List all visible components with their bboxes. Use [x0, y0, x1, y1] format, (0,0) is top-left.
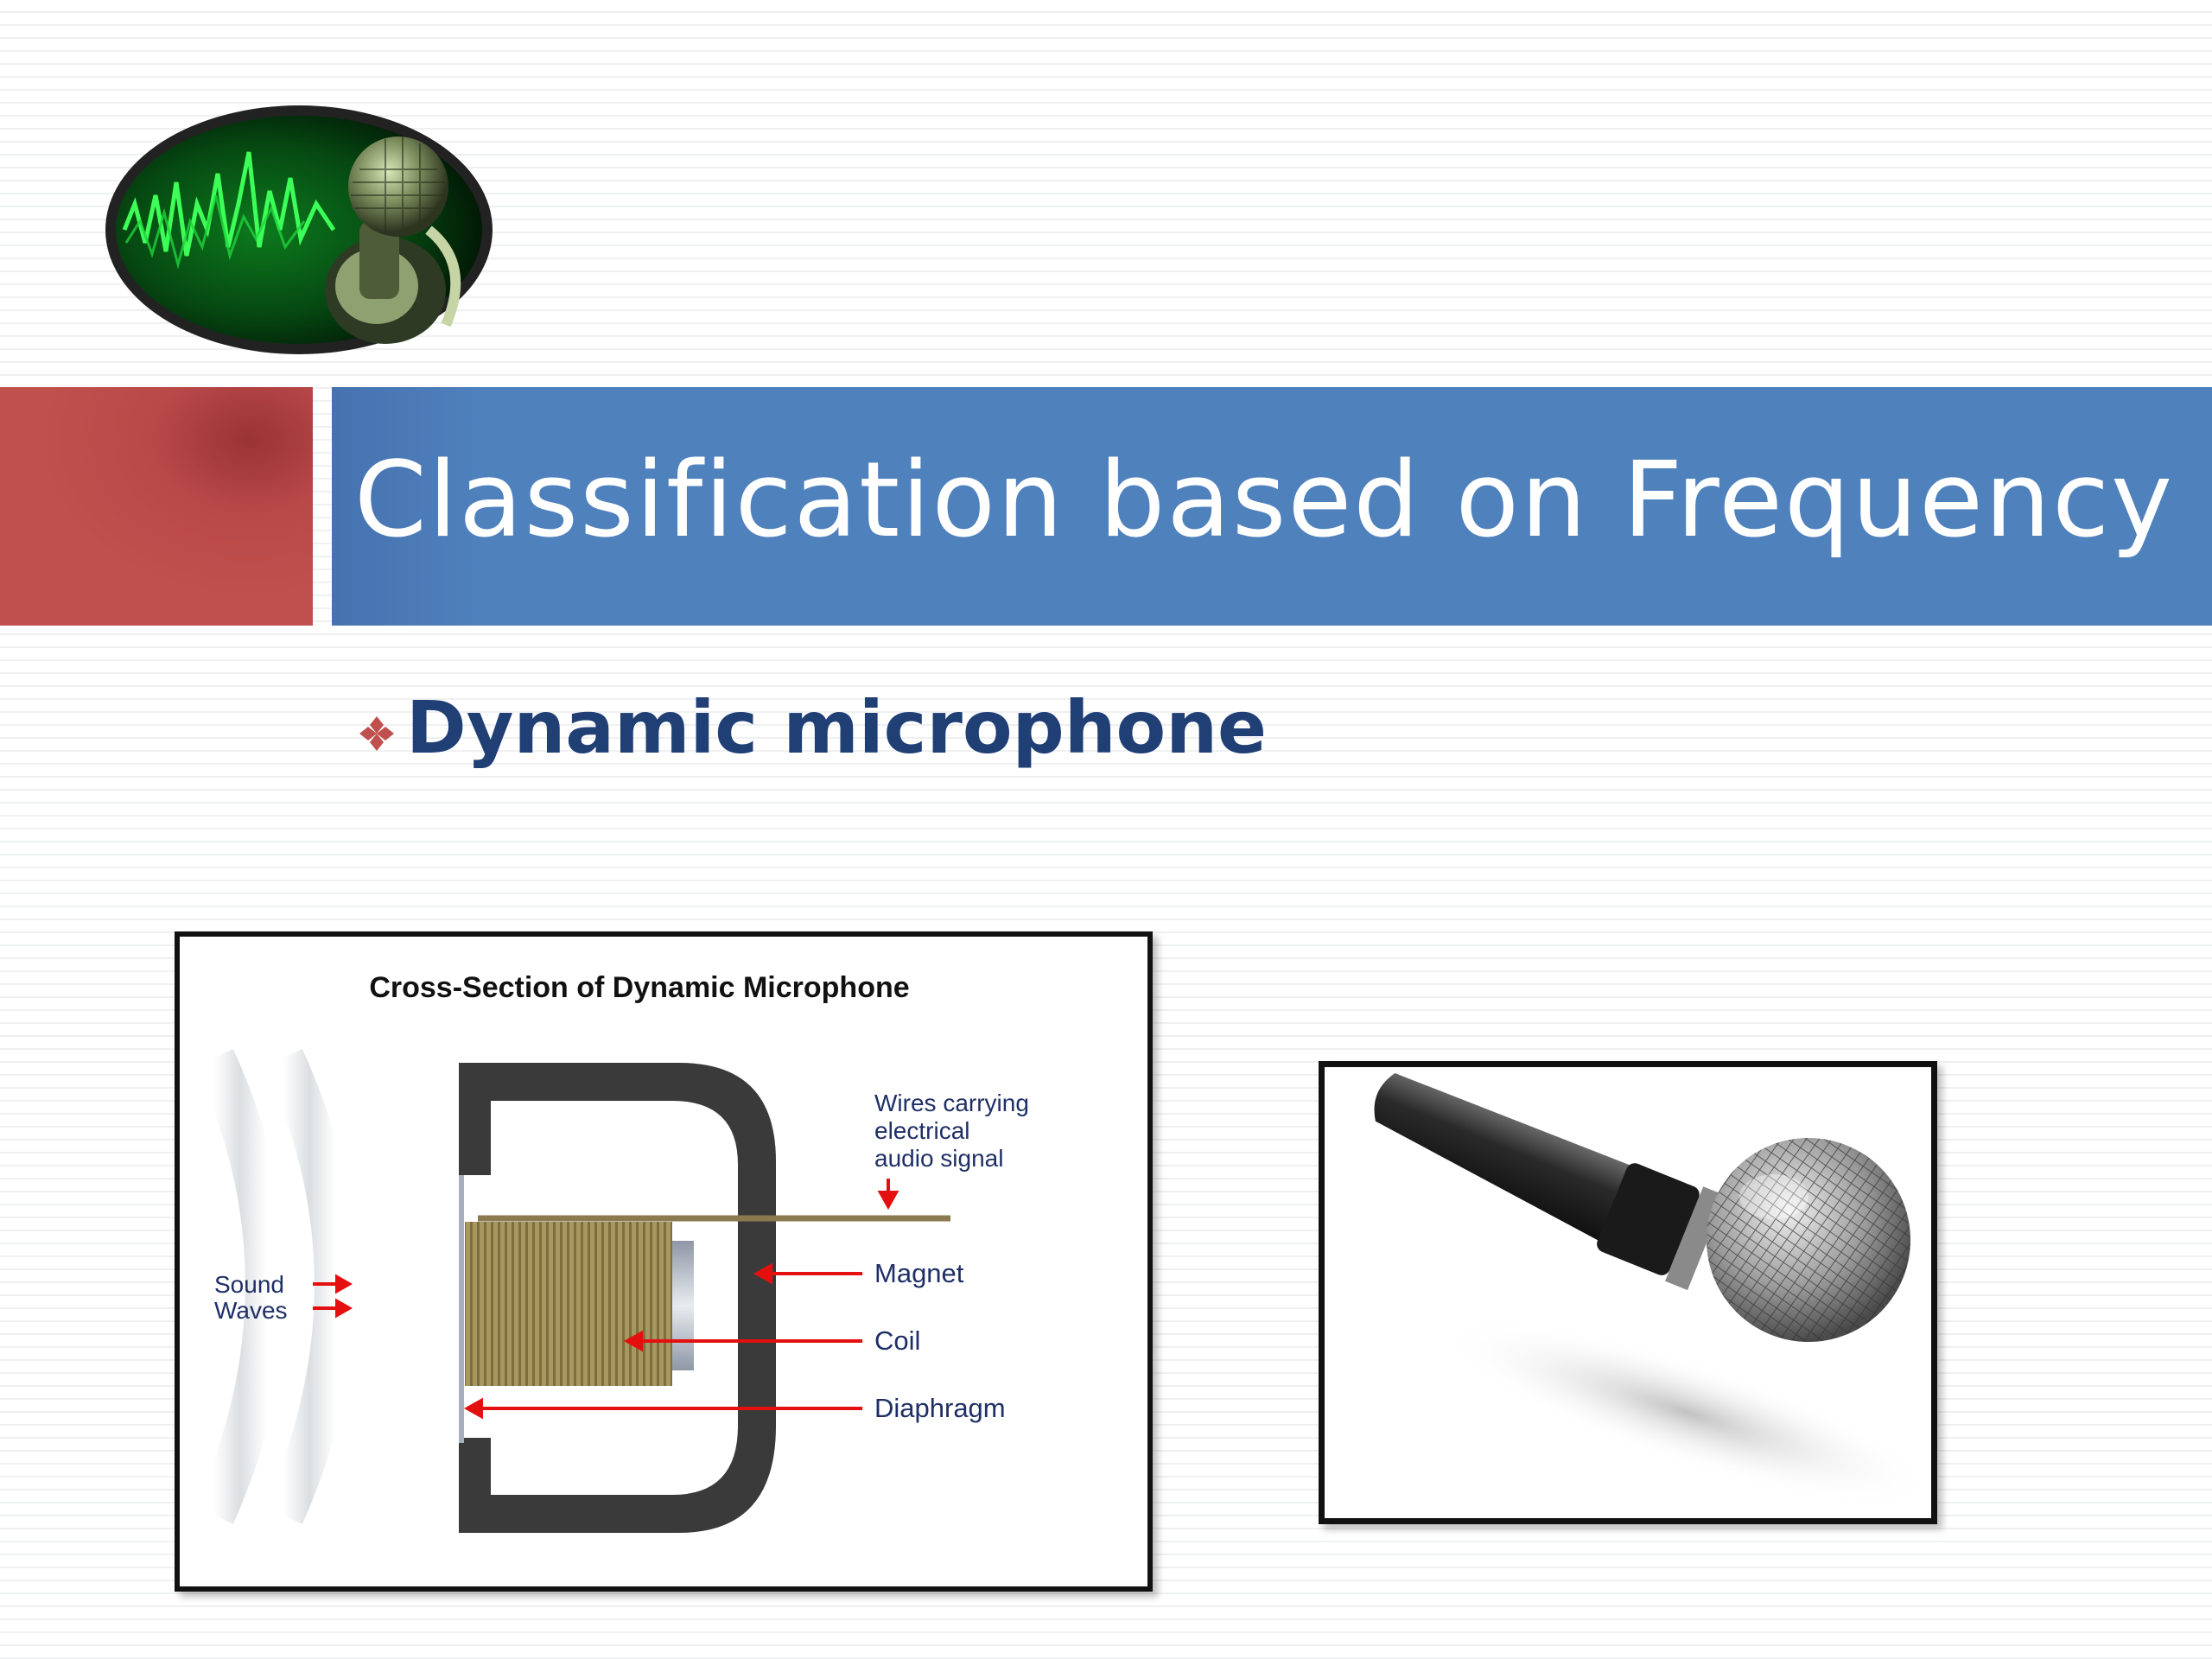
sound-wave-arc — [195, 1048, 287, 1524]
wires-label-line2: electrical — [874, 1117, 969, 1144]
wires-label-line3: audio signal — [874, 1145, 1003, 1172]
diagram-canvas: Cross-Section of Dynamic Microphone — [195, 971, 1029, 1533]
four-diamond-bullet-icon — [359, 716, 394, 751]
mic-housing — [459, 1063, 776, 1533]
sound-arrow-head — [335, 1298, 353, 1319]
microphone-photo — [1319, 1061, 1937, 1524]
title-bar — [332, 387, 2212, 626]
sound-label-line2: Waves — [214, 1297, 288, 1324]
wire-arrow-head — [877, 1191, 899, 1211]
diaphragm-shape — [459, 1175, 464, 1443]
coil-label: Coil — [874, 1325, 920, 1356]
diagram-title: Cross-Section of Dynamic Microphone — [369, 971, 909, 1004]
slide-title: Classification based on Frequency — [354, 441, 2175, 561]
coil-shape — [465, 1222, 672, 1386]
sound-label-line1: Sound — [214, 1271, 284, 1298]
sound-arrow-head — [335, 1274, 353, 1294]
wires-label-line1: Wires carrying — [874, 1090, 1029, 1116]
logo-image — [100, 100, 498, 359]
magnet-arrow-head — [753, 1262, 772, 1285]
accent-block — [0, 387, 313, 626]
diaphragm-arrow-head — [463, 1397, 483, 1420]
cross-section-diagram: Cross-Section of Dynamic Microphone — [175, 931, 1153, 1592]
coil-arrow-head — [623, 1330, 643, 1352]
bullet-text: Dynamic microphone — [406, 685, 1267, 770]
sound-wave-arc — [264, 1048, 356, 1524]
magnet-label: Magnet — [874, 1258, 964, 1288]
diaphragm-label: Diaphragm — [874, 1393, 1006, 1423]
handheld-microphone-icon — [1374, 1072, 1931, 1507]
bullet-item: Dynamic microphone — [358, 691, 1267, 764]
microphone-logo-icon — [105, 105, 493, 354]
